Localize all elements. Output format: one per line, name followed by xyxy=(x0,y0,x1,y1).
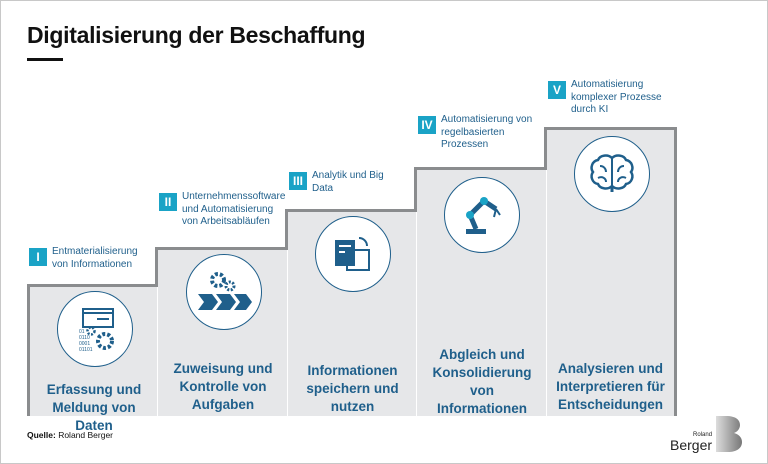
step-label-text: Automatisierung von regelbasierten Proze… xyxy=(441,114,533,150)
gears-chevrons-icon xyxy=(186,254,262,330)
step-badge: III xyxy=(289,172,307,190)
svg-text:0110: 0110 xyxy=(79,335,90,341)
robot-arm-icon xyxy=(444,177,520,253)
step-label-text: Automatisierung komplexer Prozesse durch… xyxy=(571,79,662,115)
step-column-4: Abgleich und Konsolidierung von Informat… xyxy=(414,167,547,416)
step-label-text: Analytik und Big Data xyxy=(312,170,384,194)
title-underline xyxy=(27,58,63,61)
svg-text:01101: 01101 xyxy=(79,347,93,353)
brain-icon xyxy=(574,136,650,212)
step-title: Informationen speichern und nutzen xyxy=(306,363,399,414)
step-label-text: Unternehmenssoftware und Automatisierung… xyxy=(182,191,286,227)
step-title: Erfassung und Meldung von Daten xyxy=(46,382,142,433)
step-title: Abgleich und Konsolidierung von Informat… xyxy=(432,347,532,416)
step-label-1: I Entmaterialisierung von Informationen xyxy=(29,246,138,271)
step-column-5: Analysieren und Interpretieren für Entsc… xyxy=(544,127,677,416)
step-badge: I xyxy=(29,248,47,266)
step-label-5: V Automatisierung komplexer Prozesse dur… xyxy=(548,79,662,117)
svg-text:0001: 0001 xyxy=(79,341,90,347)
step-title: Zuweisung und Kontrolle von Aufgaben xyxy=(173,361,273,412)
step-badge: II xyxy=(159,193,177,211)
step-column-3: Informationen speichern und nutzen xyxy=(285,209,417,416)
roland-berger-logo: Roland Berger xyxy=(670,416,743,452)
step-label-3: III Analytik und Big Data xyxy=(289,170,384,195)
step-column-2: Zuweisung und Kontrolle von Aufgaben xyxy=(155,247,288,416)
step-label-text: Entmaterialisierung von Informationen xyxy=(52,246,138,270)
database-transfer-icon xyxy=(315,216,391,292)
svg-text:01: 01 xyxy=(79,329,85,335)
page-title: Digitalisierung der Beschaffung xyxy=(27,22,366,48)
step-badge: V xyxy=(548,81,566,99)
step-badge: IV xyxy=(418,116,436,134)
step-title: Analysieren und Interpretieren für Entsc… xyxy=(556,361,665,412)
step-label-2: II Unternehmenssoftware und Automatisier… xyxy=(159,191,285,229)
source-note: Quelle: Roland Berger xyxy=(27,430,113,440)
step-label-4: IV Automatisierung von regelbasierten Pr… xyxy=(418,114,532,152)
